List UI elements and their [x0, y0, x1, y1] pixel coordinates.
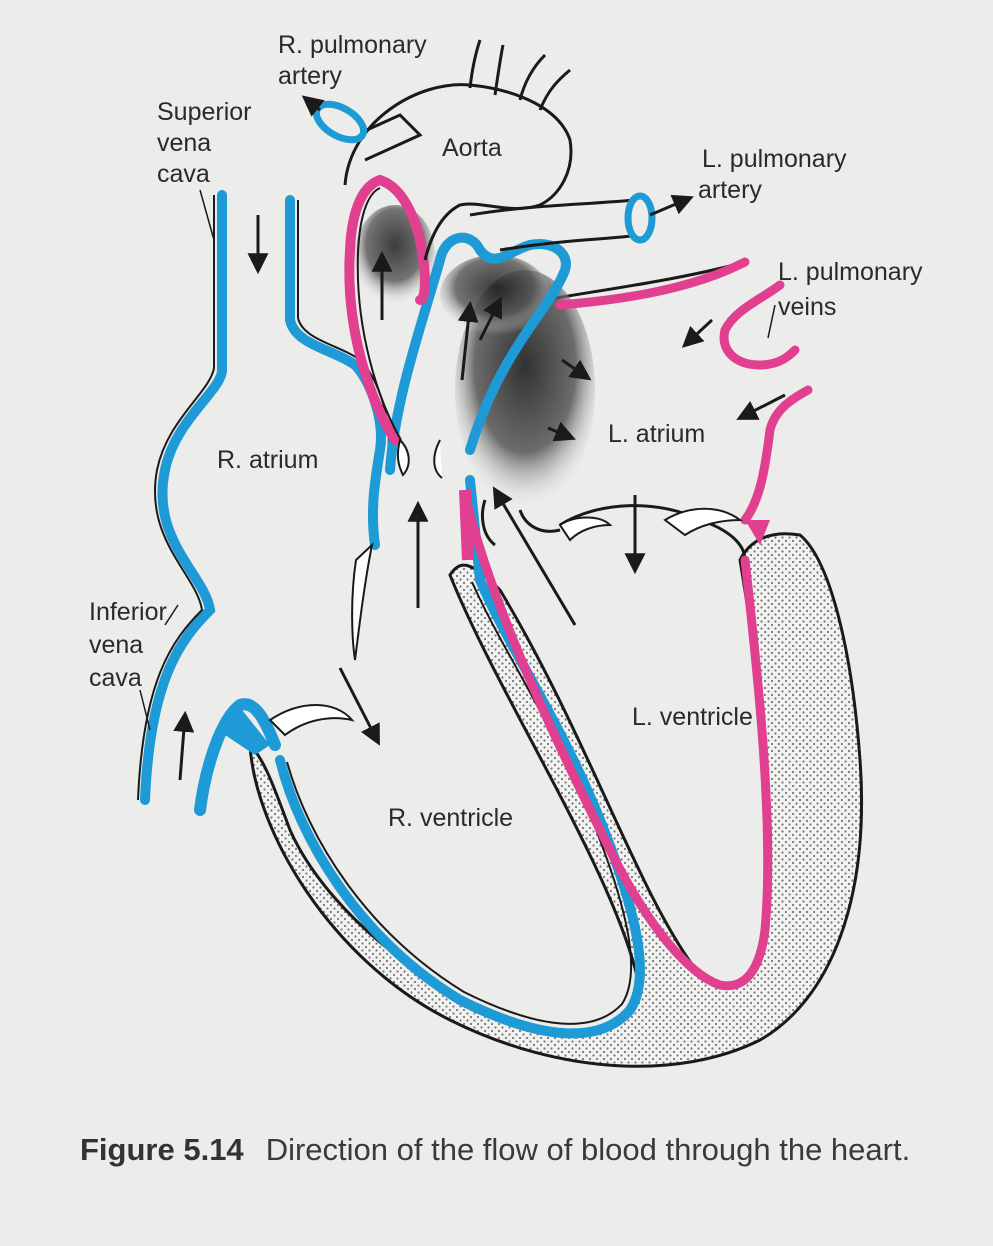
label-superior-vena-cava-2: vena: [157, 129, 211, 157]
label-r-atrium: R. atrium: [217, 446, 318, 474]
left-ventricle-wall: [460, 490, 773, 991]
leader-lines: [139, 189, 776, 731]
label-l-pulmonary-veins-2: veins: [778, 293, 836, 321]
aorta-wall: [344, 174, 430, 445]
caption-text: Direction of the flow of blood through t…: [265, 1132, 911, 1167]
svc-right-atrium-wall: [140, 190, 227, 805]
pulmonary-valve: [396, 438, 443, 479]
label-inferior-vena-cava-1: Inferior: [89, 598, 167, 626]
r-pulmonary-artery: [344, 113, 423, 162]
tricuspid-valve-2: [351, 542, 374, 661]
label-aorta: Aorta: [442, 134, 502, 162]
label-r-pulmonary-artery-2: artery: [278, 62, 342, 90]
label-l-pulmonary-artery-1: L. pulmonary: [702, 145, 847, 173]
label-inferior-vena-cava-2: vena: [89, 631, 143, 659]
label-l-ventricle: L. ventricle: [632, 703, 753, 731]
l-pulmonary-artery: [469, 198, 641, 252]
label-r-ventricle: R. ventricle: [388, 804, 513, 832]
aortic-valve: [481, 499, 561, 547]
label-l-pulmonary-veins-1: L. pulmonary: [778, 258, 923, 286]
aortic-arch: [343, 83, 573, 261]
ivc-inner-wall: [194, 698, 281, 816]
heart-diagram: R. pulmonary artery Superior vena cava A…: [89, 31, 923, 1068]
label-r-pulmonary-artery-1: R. pulmonary: [278, 31, 427, 59]
label-superior-vena-cava-1: Superior: [157, 98, 252, 126]
mitral-valve: [558, 507, 744, 542]
label-inferior-vena-cava-3: cava: [89, 664, 142, 692]
pulmonary-trunk-wall: [385, 232, 571, 475]
flow-arrows: [173, 95, 786, 781]
figure-number: Figure 5.14: [80, 1132, 244, 1167]
label-l-atrium: L. atrium: [608, 420, 705, 448]
figure-caption: Figure 5.14 Direction of the flow of bloo…: [80, 1128, 940, 1172]
l-pulmonary-veins: [555, 257, 750, 310]
tricuspid-valve: [268, 704, 355, 737]
label-superior-vena-cava-3: cava: [157, 160, 210, 188]
label-l-pulmonary-artery-2: artery: [698, 176, 762, 204]
